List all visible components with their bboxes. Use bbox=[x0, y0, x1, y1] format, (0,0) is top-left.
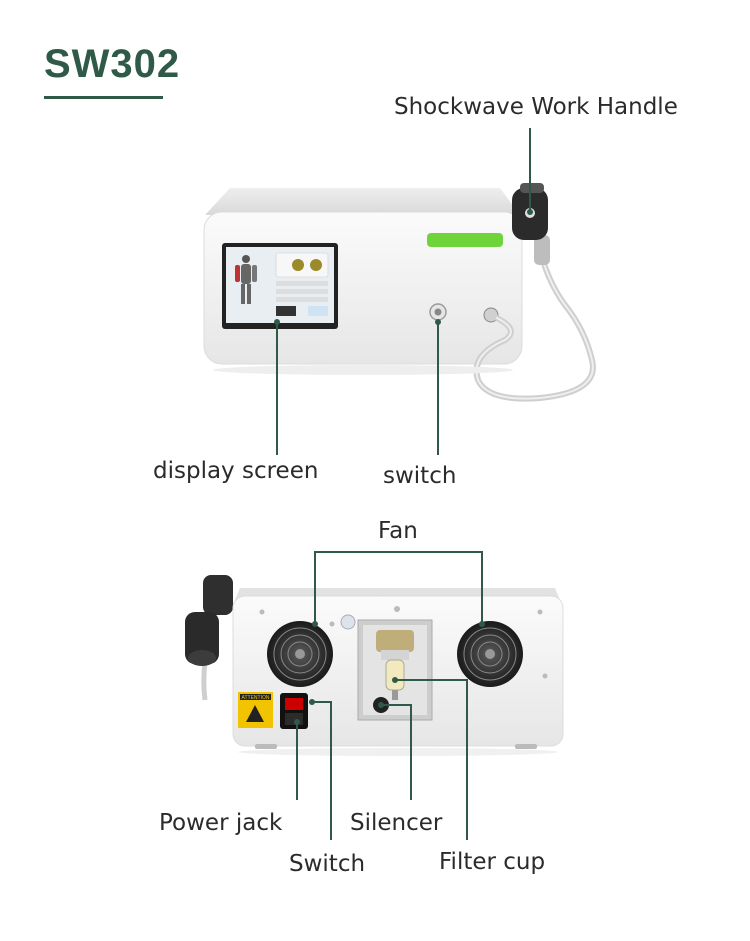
label-filter-cup: Filter cup bbox=[439, 849, 546, 875]
label-power-jack: Power jack bbox=[159, 810, 283, 836]
fan-left bbox=[267, 621, 333, 687]
device-top-panel bbox=[205, 188, 520, 215]
label-display-screen: display screen bbox=[153, 458, 319, 484]
rear-leader-lines bbox=[296, 551, 483, 840]
filter-cup bbox=[376, 630, 414, 700]
label-fan: Fan bbox=[378, 518, 418, 544]
warning-sticker-text: ATTENTION bbox=[242, 695, 270, 701]
label-shockwave-handle: Shockwave Work Handle bbox=[394, 94, 678, 120]
label-front-switch: switch bbox=[383, 463, 457, 489]
indicator-light bbox=[427, 233, 503, 247]
power-socket bbox=[280, 693, 308, 729]
fan-right bbox=[457, 621, 523, 687]
front-leader-lines bbox=[276, 128, 531, 455]
front-device bbox=[203, 183, 596, 402]
screen-controls bbox=[275, 252, 329, 316]
warning-sticker: ATTENTION bbox=[238, 692, 273, 728]
body-figure-icon bbox=[235, 255, 257, 304]
model-title: SW302 bbox=[44, 42, 181, 86]
title-underline bbox=[44, 96, 163, 99]
label-rear-switch: Switch bbox=[289, 851, 366, 877]
label-silencer: Silencer bbox=[350, 810, 443, 836]
rear-device: ATTENTION bbox=[185, 575, 564, 756]
rear-handle bbox=[185, 575, 233, 701]
